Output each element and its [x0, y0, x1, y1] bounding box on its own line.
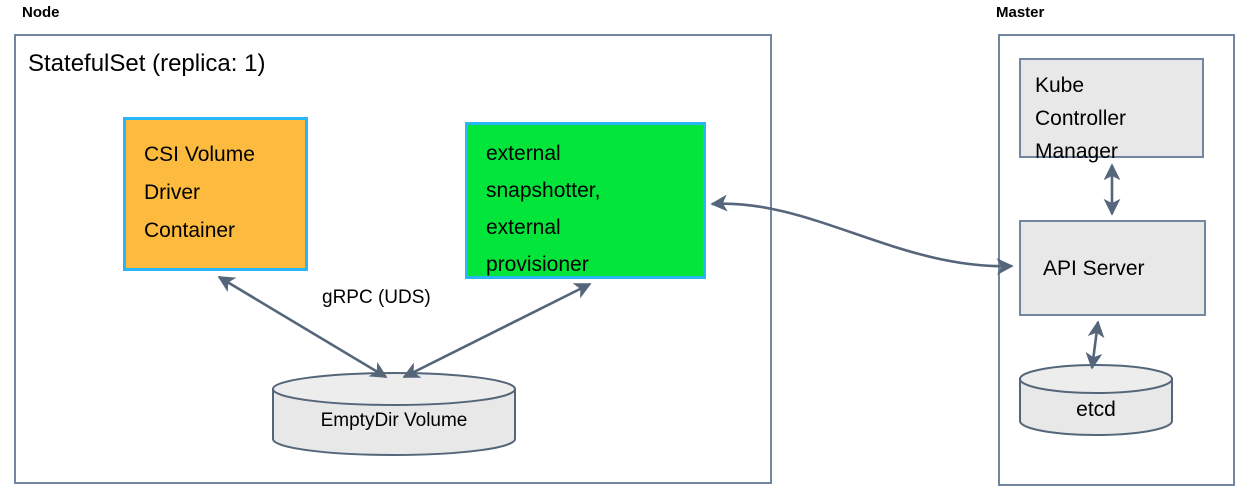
api-server-label: API Server: [1043, 256, 1145, 280]
csi-volume-driver-container-label: CSI Volume Driver Container: [144, 143, 255, 242]
node-group-label: Node: [22, 4, 60, 21]
emptydir-volume-label: EmptyDir Volume: [320, 410, 468, 431]
grpc-uds-edge-label: gRPC (UDS): [322, 287, 431, 308]
api-server-box[interactable]: API Server: [1019, 220, 1206, 316]
master-group-label: Master: [996, 4, 1045, 21]
kube-controller-manager-label: Kube Controller Manager: [1035, 74, 1127, 163]
csi-volume-driver-container-box[interactable]: CSI Volume Driver Container: [123, 117, 308, 271]
external-snapshotter-provisioner-label: external snapshotter, external provision…: [486, 142, 601, 276]
statefulset-title: StatefulSet (replica: 1): [28, 50, 266, 77]
external-snapshotter-provisioner-box[interactable]: external snapshotter, external provision…: [465, 122, 706, 279]
etcd-label: etcd: [1076, 398, 1116, 421]
kube-controller-manager-box[interactable]: Kube Controller Manager: [1019, 58, 1204, 163]
